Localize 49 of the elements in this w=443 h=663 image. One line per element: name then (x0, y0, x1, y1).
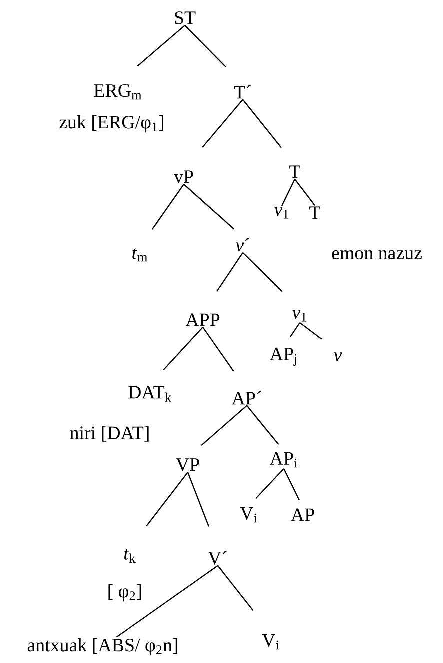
branch-line (216, 252, 244, 292)
branch-line (184, 25, 227, 68)
tree-label: v´ (236, 238, 250, 252)
tree-label: ST (175, 12, 196, 24)
gloss-text: [ φ$_{2}$] (108, 584, 142, 602)
branch-line (163, 327, 204, 371)
tree-label: DAT$_{k}$ (128, 386, 172, 402)
branch-line (290, 322, 300, 338)
tree-label: V$_{i}$ (240, 507, 258, 523)
gloss-text: zuk [ERG/φ$_{1}$] (60, 115, 164, 133)
tree-label: v (334, 352, 342, 362)
tree-label: V´ (208, 551, 227, 565)
branch-line (146, 472, 188, 526)
tree-label: v$_{1}$ (274, 207, 288, 219)
tree-label: t$_{m}$ (132, 248, 148, 262)
branch-line (137, 25, 186, 67)
tree-label: antxuak [ABS/ φ$_{2}$n] (28, 638, 178, 656)
tree-label: AP$_{j}$ (270, 348, 297, 366)
branch-line (202, 99, 244, 148)
branch-line (116, 565, 218, 638)
tree-label: v$_{1}$ (292, 310, 306, 322)
tree-label: T (290, 166, 300, 178)
branch-line (187, 472, 210, 527)
tree-label: AP (291, 508, 314, 522)
branch-line (218, 566, 254, 611)
branch-line (202, 327, 234, 372)
tree-label: AP´ (232, 391, 262, 405)
tree-label: T (310, 206, 320, 220)
gloss-text: niri [DAT] (70, 426, 149, 442)
branch-line (300, 322, 322, 340)
tree-label: vP (174, 170, 194, 184)
tree-label: t$_{k}$ (124, 549, 136, 563)
branch-line (281, 179, 296, 206)
gloss-text: emon nazuz (332, 250, 422, 260)
branch-line (294, 179, 316, 206)
tree-label: AP$_{i}$ (270, 452, 298, 468)
tree-label: T´ (234, 85, 251, 99)
branch-line (201, 405, 248, 446)
tree-label: VP (176, 458, 200, 472)
tree-label: ERG$_{m}$ (94, 84, 142, 100)
tree-label: V$_{i}$ (262, 634, 280, 650)
branch-line (256, 468, 284, 500)
branch-line (242, 99, 282, 148)
branch-line (152, 184, 184, 230)
tree-label: APP (186, 314, 220, 326)
branch-line (283, 468, 300, 501)
branch-line (246, 405, 280, 446)
branch-line (242, 252, 283, 292)
branch-line (184, 184, 235, 230)
